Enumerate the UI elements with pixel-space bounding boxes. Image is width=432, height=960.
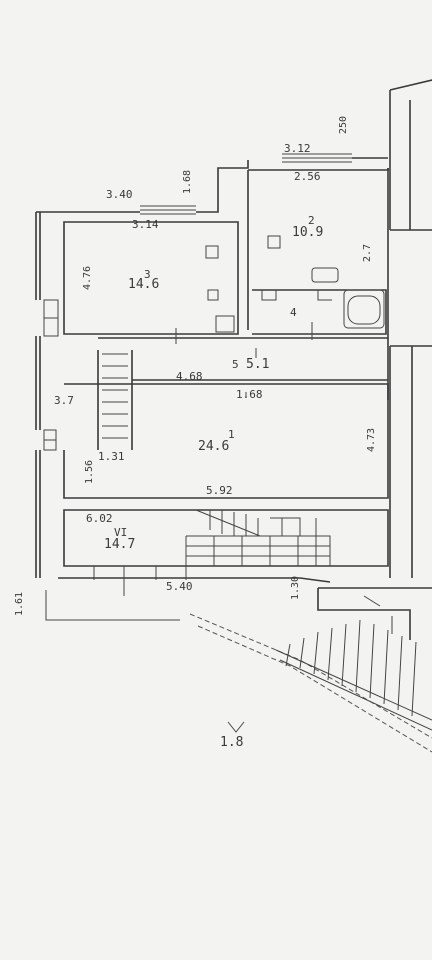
dim-168-top: 1.68 [182, 170, 193, 194]
room-3-number: 3 [144, 268, 151, 281]
dim-156: 1.56 [84, 460, 95, 484]
windows [43, 153, 352, 451]
room-4-number: 4 [290, 306, 297, 319]
dim-37: 3.7 [54, 394, 74, 407]
room-vi-number: VI [114, 526, 127, 539]
dim-256: 2.56 [294, 170, 321, 183]
room-5-area: 5.1 [246, 357, 269, 372]
dim-168-mid: 1.68 [236, 388, 263, 401]
dim-314: 3.14 [132, 218, 159, 231]
interior-stair [102, 353, 128, 439]
room-vi-area: 14.7 [104, 537, 135, 552]
room-1-area: 24.6 [198, 439, 229, 454]
room-2-area: 10.9 [292, 225, 323, 240]
dimension-ticks [45, 322, 313, 733]
dim-473: 4.73 [366, 428, 377, 452]
dim-161: 1.61 [14, 592, 25, 616]
dim-468: 4.68 [176, 370, 203, 383]
dim-131: 1.31 [98, 450, 125, 463]
room-3-area: 14.6 [128, 277, 159, 292]
exterior-stair-hatch [189, 613, 432, 753]
room-1-number: 1 [228, 428, 235, 441]
dim-130: 1.30 [290, 576, 301, 600]
dim-592: 5.92 [206, 484, 233, 497]
dim-540: 5.40 [166, 580, 193, 593]
dim-18: 1.8 [220, 735, 243, 750]
dim-340: 3.40 [106, 188, 133, 201]
labels: 250 3.12 2.56 3.40 1.68 3.14 2 10.9 2.7 … [14, 116, 377, 750]
room-5-number: 5 [232, 358, 239, 371]
room-2-number: 2 [308, 214, 315, 227]
fixtures [205, 235, 385, 333]
dim-312: 3.12 [284, 142, 311, 155]
room-vi-stair [185, 509, 331, 566]
dim-602: 6.02 [86, 512, 113, 525]
dim-250: 250 [338, 116, 349, 134]
dim-27: 2.7 [362, 244, 373, 262]
walls [35, 79, 432, 640]
dim-476: 4.76 [82, 266, 93, 290]
